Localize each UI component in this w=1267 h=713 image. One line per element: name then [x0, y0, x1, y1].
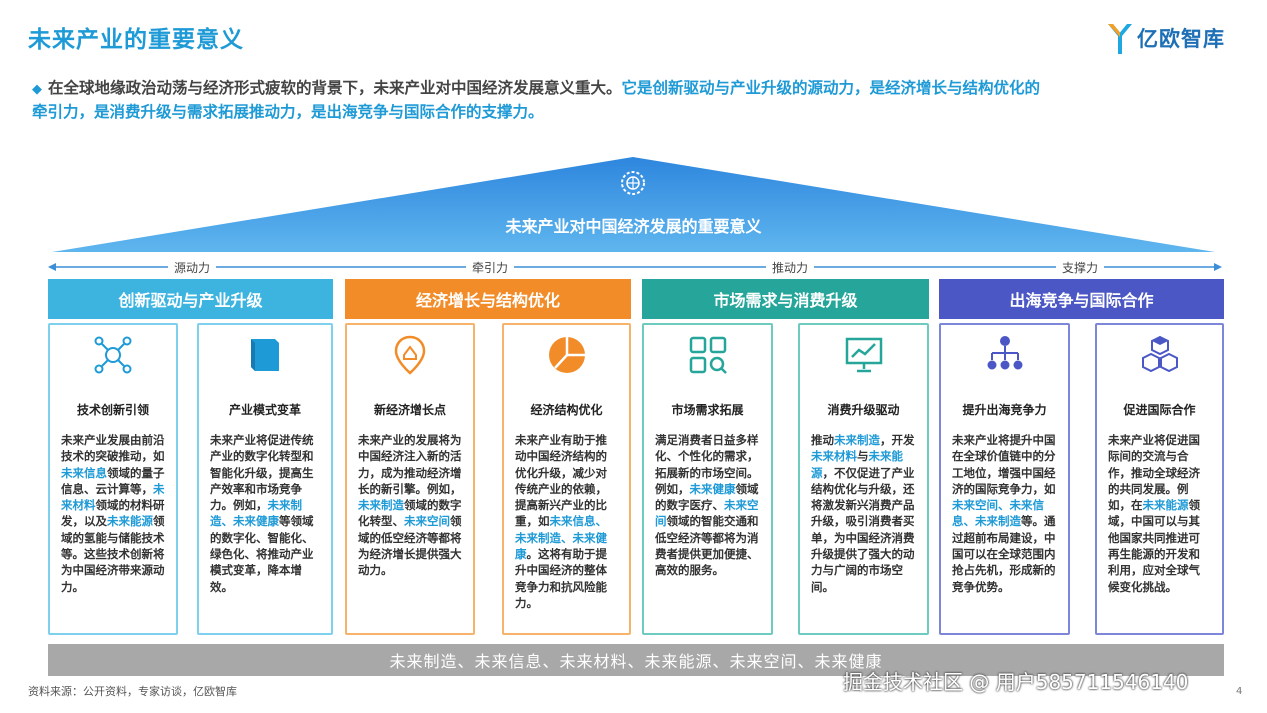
- highlight-term: 未来能源: [1142, 498, 1189, 513]
- card-text: 未来产业有助于推动中国经济结构的优化升级，减少对传统产业的依赖，提高新兴产业的比…: [512, 432, 621, 611]
- text-segment: 未来产业将促进国际间的交流与合作，推动全球经济的共同发展。例如，在: [1108, 433, 1200, 513]
- category-overseas: 出海竞争与国际合作: [939, 279, 1224, 319]
- org-chart-icon: [987, 336, 1022, 370]
- category-market: 市场需求与消费升级: [642, 279, 929, 319]
- axis-label-1: 源动力: [168, 259, 217, 276]
- highlight-term: 未来信息: [61, 465, 107, 480]
- category-growth: 经济增长与结构优化: [345, 279, 631, 319]
- axis-left-arrow-icon: [48, 263, 56, 271]
- card-industry-model: 产业模式变革 未来产业将促进传统产业的数字化转型和智能化升级，提高生产效率和市场…: [197, 323, 333, 635]
- text-segment: 领域的低空经济等都将为经济增长提供强大动力。: [358, 514, 462, 578]
- text-segment: 领域的量子信息、云计算等，: [61, 465, 165, 496]
- diamond-bullet-icon: ◆: [32, 82, 42, 97]
- highlight-term: 未来材料: [61, 481, 165, 513]
- highlight-term: 未来制造: [834, 433, 880, 447]
- future-industries-bar: 未来制造、未来信息、未来材料、未来能源、未来空间、未来健康: [48, 644, 1224, 676]
- card-text: 推动未来制造，开发未来材料与未来能源，不仅促进了产业结构优化与升级，还将激发新兴…: [808, 432, 919, 595]
- card-overseas-competitiveness: 提升出海竞争力 未来产业将提升中国在全球价值链中的分工地位，增强中国经济的国际竞…: [939, 323, 1070, 635]
- intro-paragraph: ◆ 在全球地缘政治动荡与经济形式疲软的背景下，未来产业对中国经济发展意义重大。它是…: [32, 77, 1247, 124]
- highlight-term: 未来制造、未来健康: [210, 498, 302, 529]
- cubes-icon: [1141, 335, 1178, 373]
- intro-highlight: 它是创新驱动与产业升级的源动力，是经济增长与结构优化的: [621, 79, 1041, 97]
- innovation-network-icon: [94, 336, 132, 374]
- text-segment: 未来产业的发展将为中国经济注入新的活力，成为推动经济增长的新引擎。例如，: [358, 433, 462, 496]
- card-text: 未来产业发展由前沿技术的突破推动，如未来信息领域的量子信息、云计算等，未来材料领…: [58, 432, 168, 595]
- highlight-term: 未来能源: [107, 514, 153, 529]
- axis-label-3: 推动力: [766, 259, 815, 276]
- highlight-term: 未来空间: [404, 514, 450, 529]
- text-segment: 领域的智能交通和低空经济等都将为消费者提供更加便捷、高效的服务。: [655, 514, 759, 578]
- text-segment: 领域的材料研发，以及: [61, 498, 165, 529]
- text-segment: 领域的数字医疗、: [655, 481, 759, 513]
- card-text: 满足消费者日益多样化、个性化的需求，拓展新的市场空间。例如，未来健康领域的数字医…: [652, 432, 763, 579]
- highlight-term: 未来信息、未来制造、未来健康: [515, 514, 607, 562]
- highlight-term: 未来材料: [811, 449, 857, 464]
- highlight-term: 未来空间: [655, 498, 759, 529]
- card-text: 未来产业将促进传统产业的数字化转型和智能化升级，提高生产效率和市场竞争力。例如，…: [207, 432, 323, 595]
- logo-mark-icon: [1108, 24, 1132, 54]
- card-structure-optimize: 经济结构优化 未来产业有助于推动中国经济结构的优化升级，减少对传统产业的依赖，提…: [502, 323, 631, 635]
- grid-search-icon: [689, 336, 727, 374]
- card-title: 经济结构优化: [530, 403, 603, 417]
- text-segment: 未来产业发展由前沿技术的突破推动，如: [61, 433, 165, 464]
- card-international-cooperation: 促进国际合作 未来产业将促进国际间的交流与合作，推动全球经济的共同发展。例如，在…: [1095, 323, 1224, 635]
- text-segment: 领域的氢能与储能技术等。这些技术创新将为中国经济带来源动力。: [61, 514, 165, 594]
- text-segment: 领域，中国可以与其他国家共同推进可再生能源的开发和利用，应对全球气候变化挑战。: [1108, 498, 1200, 594]
- highlight-term: 未来制造: [358, 498, 404, 513]
- card-tech-innovation: 技术创新引领 未来产业发展由前沿技术的突破推动，如未来信息领域的量子信息、云计算…: [48, 323, 178, 635]
- presentation-chart-icon: [845, 337, 882, 373]
- text-segment: 与: [857, 449, 869, 464]
- axis-label-2: 牵引力: [466, 259, 515, 276]
- page-title: 未来产业的重要意义: [28, 27, 244, 53]
- text-segment: 未来产业有助于推动中国经济结构的优化升级，减少对传统产业的依赖，提高新兴产业的比…: [515, 433, 607, 529]
- text-segment: 未来产业将促进传统产业的数字化转型和智能化升级，提高生产效率和市场竞争力。例如，: [210, 433, 314, 513]
- card-text: 未来产业将促进国际间的交流与合作，推动全球经济的共同发展。例如，在未来能源领域，…: [1105, 432, 1214, 595]
- text-segment: ，不仅促进了产业结构优化与升级，还将激发新兴消费产品升级，吸引消费者买单，为中国…: [811, 465, 915, 594]
- card-title: 促进国际合作: [1123, 403, 1196, 417]
- card-consumption-upgrade: 消费升级驱动 推动未来制造，开发未来材料与未来能源，不仅促进了产业结构优化与升级…: [798, 323, 929, 635]
- text-segment: 等领域的数字化、智能化、绿色化、将推动产业模式变革，降本增效。: [210, 514, 314, 594]
- location-pin-icon: [394, 335, 426, 375]
- brand-logo: 亿欧智库: [1106, 18, 1225, 58]
- watermark: 掘金技术社区 @ 用户585711546140: [843, 670, 1189, 694]
- logo-text: 亿欧智库: [1137, 27, 1225, 51]
- text-segment: 。这将有助于提升中国经济的整体竞争力和抗风险能力。: [515, 547, 607, 610]
- text-segment: 满足消费者日益多样化、个性化的需求，拓展新的市场空间。例如，: [655, 433, 759, 496]
- axis-label-4: 支撑力: [1056, 259, 1105, 276]
- card-title: 产业模式变革: [228, 403, 301, 417]
- intro-highlight-cont: 牵引力，是消费升级与需求拓展推动力，是出海竞争与国际合作的支撑力。: [32, 103, 544, 121]
- intro-plain: 在全球地缘政治动荡与经济形式疲软的背景下，未来产业对中国经济发展意义重大。: [48, 79, 622, 97]
- card-title: 市场需求拓展: [671, 403, 744, 417]
- highlight-term: 未来健康: [689, 481, 736, 496]
- card-market-demand: 市场需求拓展 满足消费者日益多样化、个性化的需求，拓展新的市场空间。例如，未来健…: [642, 323, 773, 635]
- card-title: 技术创新引领: [76, 403, 149, 417]
- source-note: 资料来源：公开资料，专家访谈，亿欧智库: [28, 685, 237, 698]
- roof-title: 未来产业对中国经济发展的重要意义: [505, 217, 762, 236]
- text-segment: 等。通过超前布局建设，中国可以在全球范围内抢占先机，形成新的竞争优势。: [952, 514, 1056, 594]
- text-segment: 领域的数字化转型、: [358, 498, 462, 529]
- category-innovation: 创新驱动与产业升级: [48, 279, 333, 319]
- card-title: 消费升级驱动: [827, 403, 900, 417]
- axis-right-arrow-icon: [1214, 263, 1222, 271]
- card-title: 新经济增长点: [373, 403, 446, 417]
- card-text: 未来产业将提升中国在全球价值链中的分工地位，增强中国经济的国际竞争力，如未来空间…: [949, 432, 1060, 595]
- page-number: 4: [1236, 686, 1243, 697]
- text-segment: 推动: [811, 433, 834, 447]
- highlight-term: 未来空间、未来信息、未来制造: [952, 498, 1044, 529]
- book-icon: [251, 339, 279, 371]
- globe-gear-icon: [621, 171, 645, 195]
- pie-chart-icon: [548, 337, 585, 373]
- text-segment: 未来产业将提升中国在全球价值链中的分工地位，增强中国经济的国际竞争力，如: [952, 433, 1056, 496]
- card-new-growth: 新经济增长点 未来产业的发展将为中国经济注入新的活力，成为推动经济增长的新引擎。…: [345, 323, 475, 635]
- card-text: 未来产业的发展将为中国经济注入新的活力，成为推动经济增长的新引擎。例如， 未来制造…: [355, 432, 465, 579]
- text-segment: ，开发: [880, 433, 915, 447]
- card-title: 提升出海竞争力: [962, 403, 1047, 417]
- highlight-term: 未来能源: [811, 449, 903, 480]
